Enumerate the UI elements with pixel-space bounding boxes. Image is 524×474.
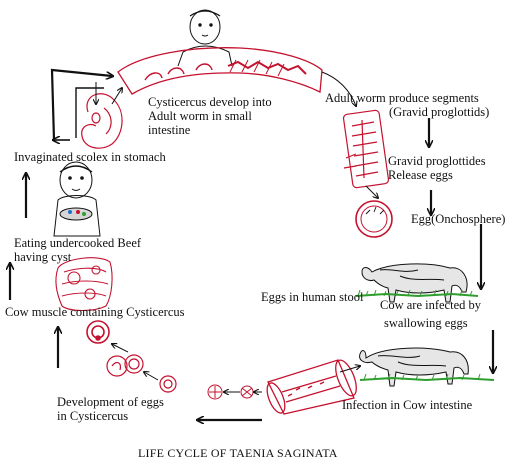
label-development-eggs-1: Development of eggs [57,395,164,409]
label-cysticercus-develop-2: Adult worm in small [148,109,252,123]
person-eating [53,161,101,237]
label-cow-infected-1: Cow are infected by [380,298,482,312]
label-eating-beef-2: having cyst [14,250,72,264]
label-cow-muscle: Cow muscle containing Cysticercus [5,305,185,319]
label-egg: Egg(Onchosphere) [411,212,506,226]
diagram-caption: LIFE CYCLE OF TAENIA SAGINATA [138,446,338,460]
cow-muscle [55,257,113,312]
label-gravid-release-1: Gravid proglottides [388,154,486,168]
label-cysticercus-develop-3: intestine [148,123,191,137]
label-cow-infected-2: swallowing eggs [384,316,468,330]
small-intestine [117,47,323,95]
human-figure-top [177,9,233,67]
label-adult-worm-2: (Gravid proglottids) [389,105,490,119]
cysticercus-cysts [86,320,110,344]
label-gravid-release-2: Release eggs [388,168,453,182]
label-infection-intestine: Infection in Cow intestine [342,398,473,412]
onchosphere-egg [355,200,393,238]
label-adult-worm-1: Adult worm produce segments [325,91,479,105]
cow-grazing [361,263,468,303]
cow-intestine [266,359,357,415]
label-eggs-in-stool: Eggs in human stool [261,290,364,304]
label-eating-beef-1: Eating undercooked Beef [14,236,142,250]
label-invaginated-scolex: Invaginated scolex in stomach [14,150,166,164]
gravid-proglottid [342,109,390,189]
label-development-eggs-2: in Cysticercus [57,409,129,423]
cysticercus-development [106,354,177,393]
cow-grazing-2 [359,347,469,387]
label-cysticercus-develop-1: Cysticercus develop into [148,95,272,109]
stomach [81,93,123,149]
